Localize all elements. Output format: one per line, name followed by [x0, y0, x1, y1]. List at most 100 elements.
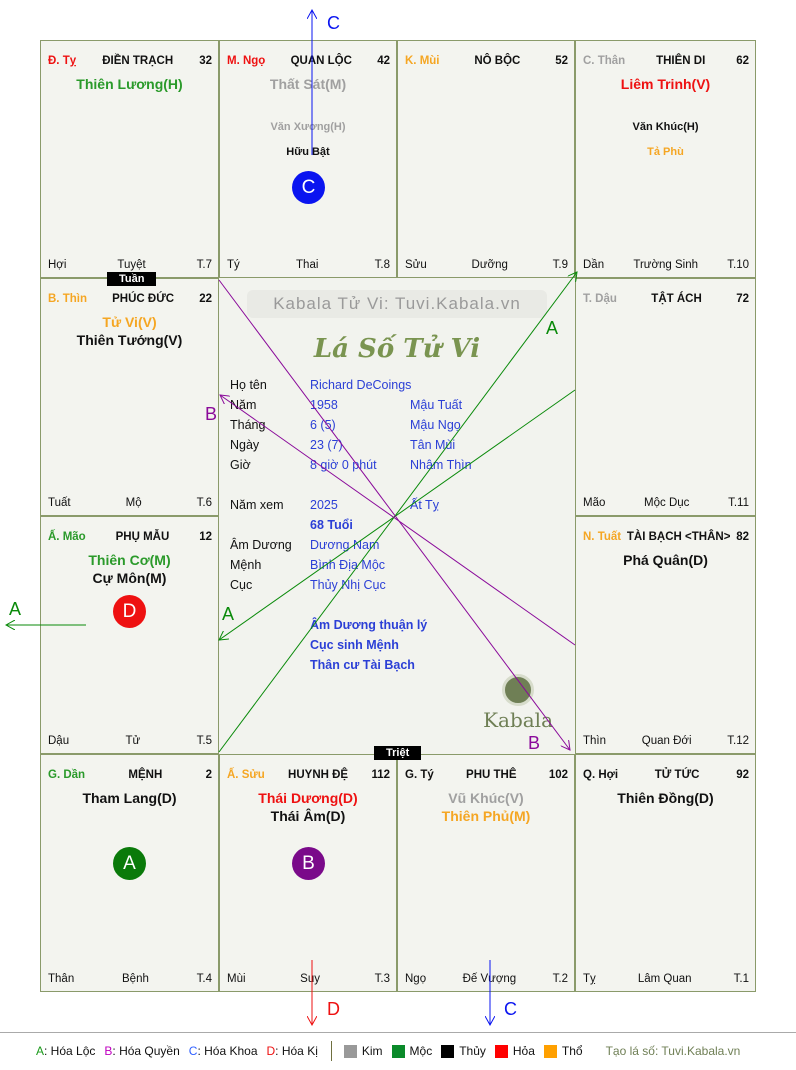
- major-star: Thiên Phủ(M): [441, 808, 531, 824]
- palace-name: PHÚC ĐỨC: [112, 293, 175, 305]
- palace-age: 72: [736, 293, 749, 305]
- info-key: Ngày: [230, 438, 260, 452]
- info-value: 1958: [310, 398, 338, 412]
- palace-stage: Mộ: [125, 497, 142, 509]
- palace-month: T.11: [728, 497, 749, 509]
- palace-branch: Thân: [48, 973, 75, 985]
- legend-element: Thổ: [543, 1044, 583, 1058]
- palace-stem: T. Dậu: [583, 293, 617, 305]
- palace-name: NÔ BỘC: [474, 55, 521, 67]
- major-star: Vũ Khúc(V): [448, 790, 524, 806]
- palace-stage: Đế Vượng: [462, 973, 517, 985]
- major-star: Thất Sát(M): [269, 76, 347, 92]
- color-swatch: [543, 1044, 557, 1058]
- legend-element-label: Hỏa: [512, 1044, 535, 1058]
- palace-month: T.1: [733, 973, 749, 985]
- palace-stem: G. Dần: [48, 769, 86, 781]
- info-value: Dương Nam: [310, 538, 380, 552]
- palace-age: 112: [371, 769, 390, 781]
- palace-cell[interactable]: N. Tuất TÀI BẠCH <THÂN> 82 Phá Quân(D)Th…: [575, 516, 756, 754]
- watermark: Kabala Tử Vi: Tuvi.Kabala.vn: [247, 290, 547, 318]
- arrow-a-1: [218, 272, 577, 753]
- hoa-badge: C: [292, 171, 325, 204]
- label-b-2: B: [205, 404, 217, 424]
- legend-hoa-label: : Hóa Quyền: [112, 1044, 180, 1058]
- palace-stage: Suy: [300, 973, 320, 985]
- palace-name: HUYNH ĐỆ: [288, 769, 349, 781]
- legend-hoa-key: B: [104, 1044, 113, 1058]
- info-key: Họ tên: [230, 378, 267, 392]
- info-note: Âm Dương thuận lý: [310, 618, 428, 632]
- minor-star: Văn Khúc(H): [632, 121, 699, 133]
- palace-branch: Tuất: [48, 497, 71, 509]
- palace-stage: Trường Sinh: [633, 259, 699, 271]
- palace-cell[interactable]: M. Ngọ QUAN LỘC 42 Thất Sát(M)Văn Xương(…: [219, 40, 397, 278]
- info-value-2: Tân Mùi: [410, 438, 456, 452]
- palace-age: 82: [736, 531, 749, 543]
- palace-month: T.9: [552, 259, 568, 271]
- major-star: Thiên Đồng(D): [617, 790, 714, 806]
- legend-element-label: Thủy: [459, 1044, 486, 1058]
- palace-cell[interactable]: G. Tý PHU THÊ 102 Vũ Khúc(V)Thiên Phủ(M)…: [397, 754, 575, 992]
- palace-month: T.6: [196, 497, 212, 509]
- palace-stem: G. Tý: [405, 769, 434, 781]
- hoa-badge: D: [113, 595, 146, 628]
- color-swatch: [494, 1044, 508, 1058]
- major-star: Phá Quân(D): [623, 552, 708, 568]
- label-c-bottom: C: [504, 999, 517, 1019]
- legend-hoa: D: Hóa Kị: [267, 1044, 318, 1058]
- palace-cell[interactable]: T. Dậu TẬT ÁCH 72 Mão Mộc Dục T.11: [575, 278, 756, 516]
- legend-element: Mộc: [391, 1044, 433, 1058]
- palace-cell[interactable]: K. Mùi NÔ BỘC 52 Sửu Dưỡng T.9: [397, 40, 575, 278]
- palace-age: 32: [199, 55, 212, 67]
- legend-element: Kim: [343, 1044, 383, 1058]
- palace-cell[interactable]: Q. Hợi TỬ TỨC 92 Thiên Đồng(D)Tỵ Lâm Qua…: [575, 754, 756, 992]
- info-key: Năm: [230, 398, 257, 412]
- legend-element-label: Mộc: [409, 1044, 433, 1058]
- palace-age: 42: [377, 55, 390, 67]
- palace-cell[interactable]: C. Thân THIÊN DI 62 Liêm Trinh(V)Văn Khú…: [575, 40, 756, 278]
- palace-cell[interactable]: Ấ. Sửu HUYNH ĐỆ 112 Thái Dương(D)Thái Âm…: [219, 754, 397, 992]
- palace-stage: Mộc Dục: [644, 497, 690, 509]
- info-key: Năm xem: [230, 498, 284, 512]
- credit-link[interactable]: Tạo lá số: Tuvi.Kabala.vn: [605, 1044, 741, 1058]
- legend-hoa-label: : Hóa Khoa: [197, 1044, 258, 1058]
- palace-stem: M. Ngọ: [227, 55, 266, 67]
- legend-element: Hỏa: [494, 1044, 535, 1058]
- palace-age: 12: [199, 531, 212, 543]
- palace-name: MỆNH: [128, 769, 163, 781]
- palace-stem: Ấ. Mão: [48, 531, 86, 543]
- palace-month: T.4: [196, 973, 212, 985]
- palace-branch: Tý: [227, 259, 240, 271]
- legend-hoa-label: : Hóa Kị: [275, 1044, 318, 1058]
- palace-month: T.3: [374, 973, 390, 985]
- arrow-a-2: [219, 389, 576, 640]
- info-key: Cục: [230, 578, 253, 592]
- legend-hoa-label: : Hóa Lộc: [44, 1044, 96, 1058]
- palace-name: PHỤ MẪU: [115, 531, 170, 543]
- palace-stage: Lâm Quan: [637, 973, 692, 985]
- palace-cell[interactable]: Đ. Tỵ ĐIỀN TRẠCH 32 Thiên Lương(H)Hợi Tu…: [40, 40, 219, 278]
- palace-month: T.2: [552, 973, 568, 985]
- major-star: Thiên Tướng(V): [76, 332, 183, 348]
- chart-title: Lá Số Tử Vi: [313, 334, 481, 364]
- palace-month: T.10: [727, 259, 749, 271]
- palace-name: TẬT ÁCH: [651, 293, 702, 305]
- palace-stem: Đ. Tỵ: [48, 55, 77, 67]
- label-b-1: B: [528, 733, 540, 753]
- major-star: Tử Vi(V): [102, 314, 157, 330]
- major-star: Thái Dương(D): [258, 790, 358, 806]
- palace-month: T.12: [727, 735, 749, 747]
- legend-element-label: Thổ: [561, 1044, 583, 1058]
- legend-element-label: Kim: [361, 1044, 383, 1058]
- major-star: Thiên Lương(H): [76, 76, 183, 92]
- palace-branch: Hợi: [48, 259, 67, 271]
- center-info: Kabala Tử Vi: Tuvi.Kabala.vn Lá Số Tử Vi…: [219, 278, 575, 754]
- legend-hoa: B: Hóa Quyền: [104, 1044, 179, 1058]
- palace-cell[interactable]: B. Thìn PHÚC ĐỨC 22 Tử Vi(V)Thiên Tướng(…: [40, 278, 219, 516]
- palace-month: T.7: [196, 259, 212, 271]
- palace-branch: Ngọ: [405, 973, 427, 985]
